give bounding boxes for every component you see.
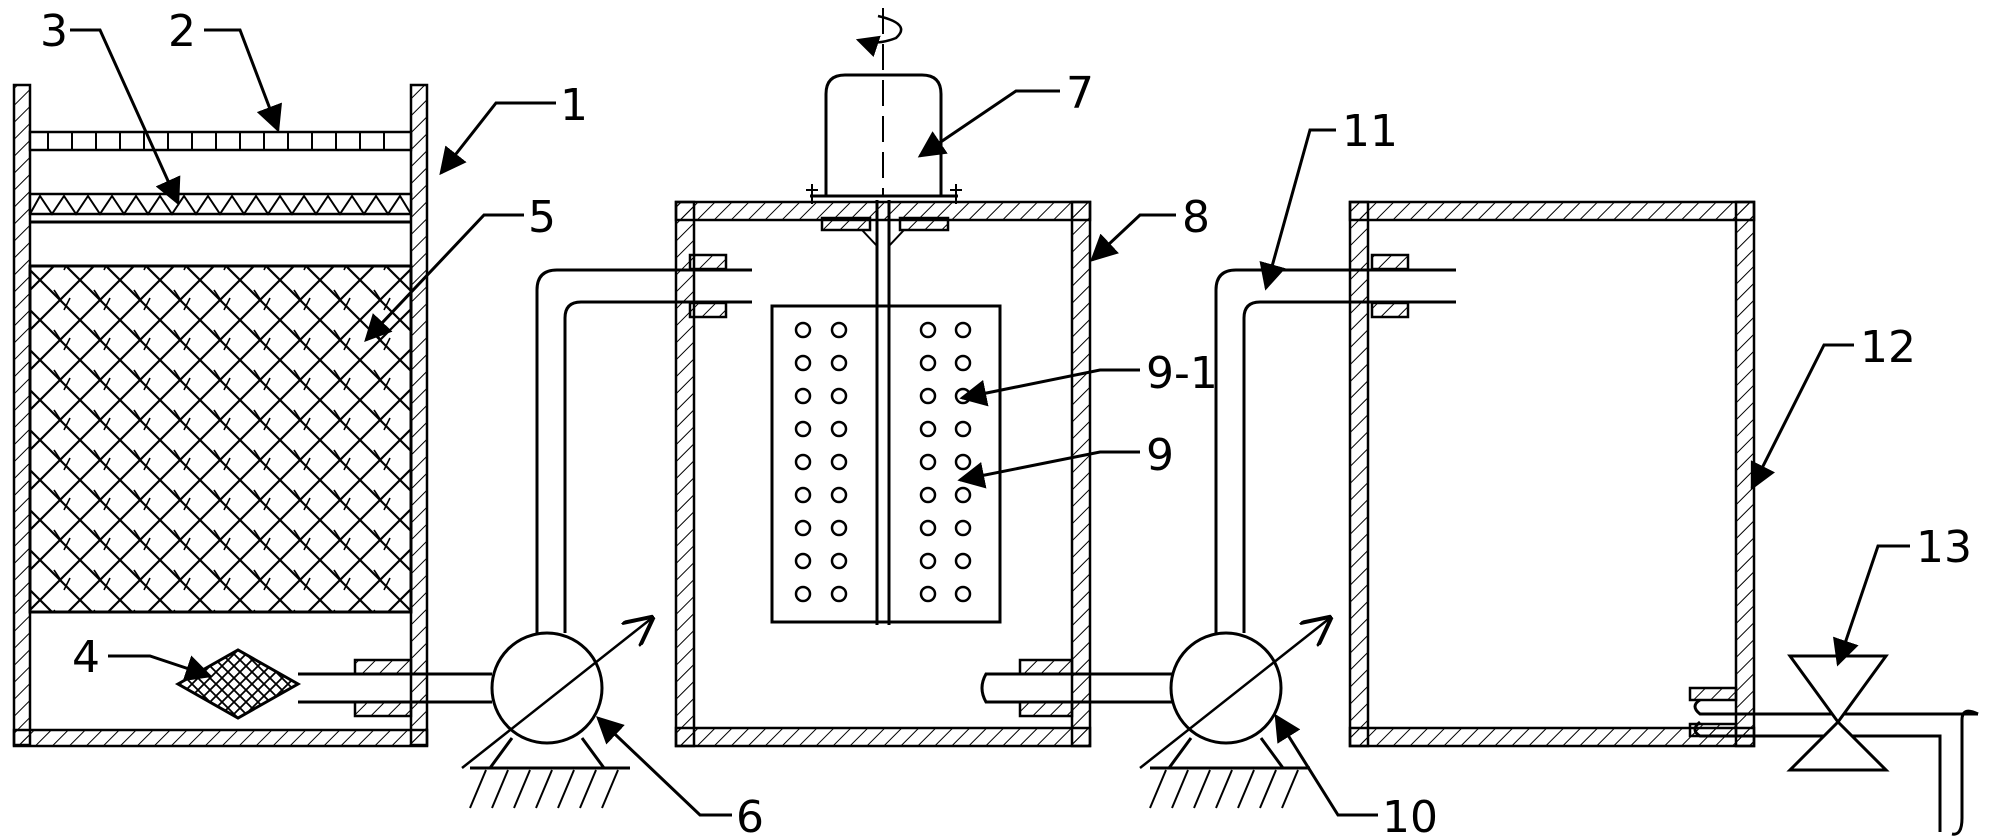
pipe-pump6-reactor8	[535, 253, 752, 633]
strainer-4	[174, 648, 302, 720]
label-12: 12	[1860, 322, 1916, 373]
ground-icon	[469, 769, 619, 809]
label-8: 8	[1182, 192, 1210, 243]
valve-icon	[1787, 654, 1889, 725]
pipe-tank1-pump6	[298, 672, 492, 704]
pump-10	[1139, 618, 1330, 809]
label-2: 2	[168, 6, 196, 57]
label-10: 10	[1382, 792, 1438, 839]
label-4: 4	[72, 632, 100, 683]
reactor-tank-8	[674, 200, 1092, 748]
filter-layer-2	[28, 130, 413, 152]
label-9-1: 9-1	[1146, 348, 1218, 399]
pump-6	[461, 618, 652, 809]
rotating-drum-9	[770, 304, 1002, 624]
label-11: 11	[1342, 106, 1398, 157]
ground-icon	[1149, 769, 1299, 809]
label-7: 7	[1066, 68, 1094, 119]
filter-media-5	[28, 264, 413, 614]
leader-lines	[70, 28, 1910, 817]
label-9: 9	[1146, 430, 1174, 481]
pump-icon	[490, 631, 604, 745]
outlet-pipe	[1693, 654, 1979, 836]
storage-tank-12	[1348, 200, 1756, 748]
callout-labels: 3 2 1 5 4 6 7 8 9-1 9 11 10 12 13	[40, 6, 1972, 839]
label-6: 6	[736, 792, 764, 839]
label-13: 13	[1916, 522, 1972, 573]
label-1: 1	[560, 80, 588, 131]
pipe-pump10-tank12	[1214, 253, 1456, 633]
label-3: 3	[40, 6, 68, 57]
pipe-reactor8-pump10	[980, 672, 1172, 704]
pump-icon	[1169, 631, 1283, 745]
rotation-arrow-icon	[855, 14, 903, 58]
label-5: 5	[528, 192, 556, 243]
